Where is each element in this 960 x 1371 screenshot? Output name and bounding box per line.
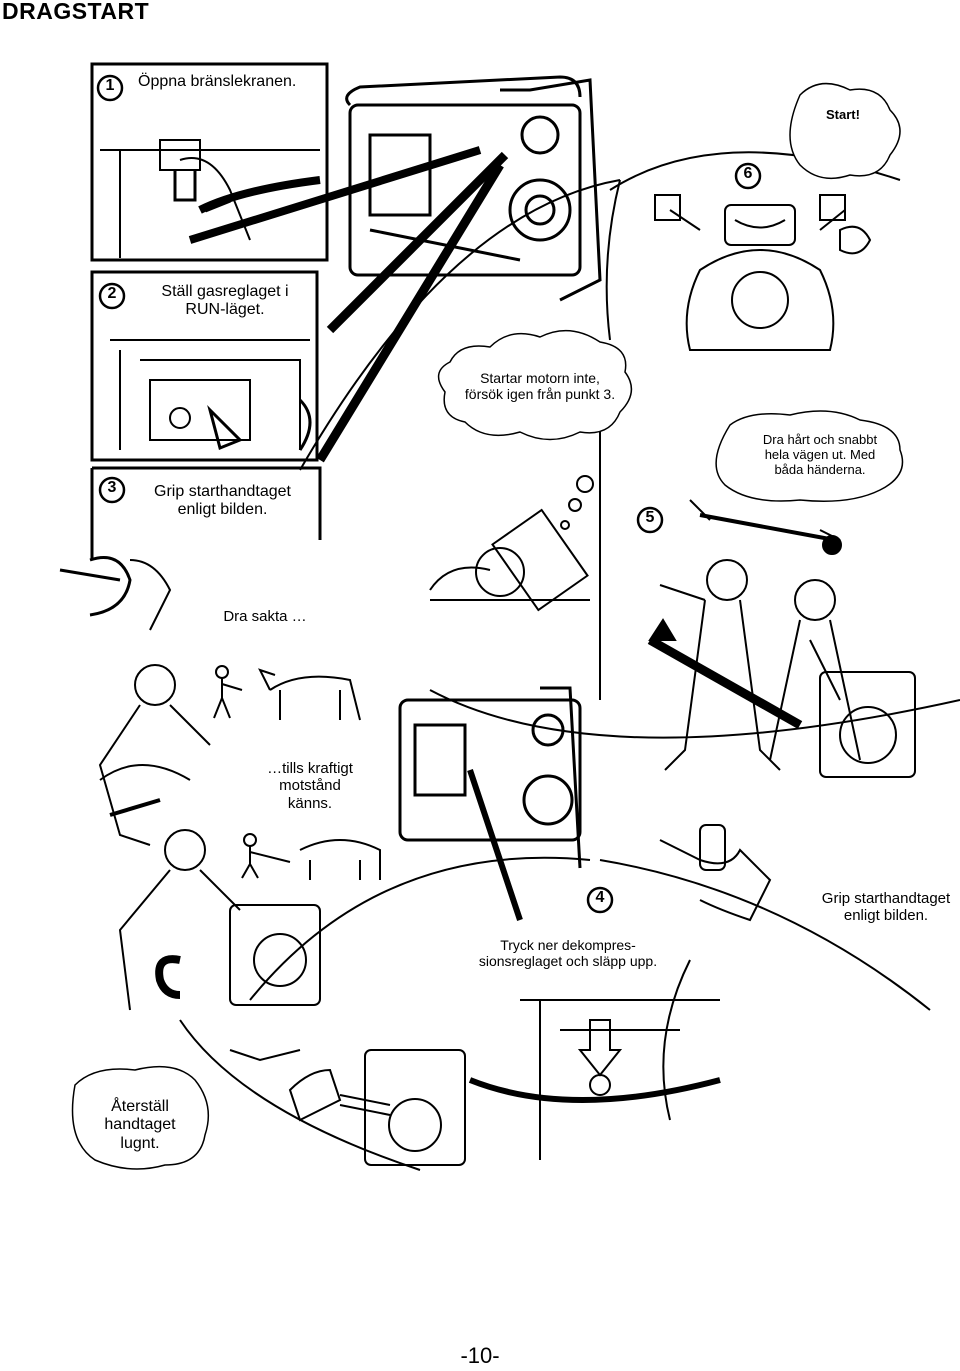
bull-scene (241, 833, 381, 880)
step-4-caption: Tryck ner dekompres- sionsreglaget och s… (468, 937, 668, 970)
grip-right-callout: Grip starthandtaget enligt bilden. (812, 890, 960, 925)
start-bubble-text: Start! (826, 107, 860, 122)
left-worker-figure-2 (118, 829, 321, 1011)
sleeping-man-figure (429, 475, 594, 612)
reset-bubble (71, 1065, 210, 1170)
step-2-caption-line-2: RUN-läget. (185, 301, 265, 319)
step-3-caption: Grip starthandtaget enligt bilden. (140, 483, 305, 520)
retry-bubble (437, 329, 633, 441)
page-number: -10- (460, 1343, 500, 1368)
panel-2-frame (90, 270, 319, 462)
step-3-number: 3 (107, 479, 117, 496)
step-3-badge (98, 476, 126, 504)
grip-right-line-1: Grip starthandtaget (821, 890, 951, 907)
generator-middle (398, 686, 582, 869)
retry-line-2: försök igen från punkt 3. (464, 386, 616, 403)
reset-line-2: handtaget (104, 1116, 176, 1134)
step-5-caption-line-3: båda händerna. (774, 461, 866, 477)
step-2-caption: Ställ gasreglaget i RUN-läget. (145, 283, 305, 320)
step-4-caption-line-2: sionsreglaget och släpp upp. (478, 953, 658, 970)
resistance-line-3: känns. (287, 794, 333, 812)
reset-handle-scene (229, 1049, 466, 1166)
step-5-badge (636, 506, 664, 534)
resistance-line-1: …tills kraftigt (267, 760, 353, 777)
page-title: DRAGSTART (2, 0, 150, 24)
step-6-badge (734, 162, 762, 190)
step-4-panel (468, 959, 721, 1160)
grip-right-line-2: enligt bilden. (843, 907, 929, 925)
step-4-badge (586, 886, 614, 914)
step-2-caption-line-1: Ställ gasreglaget i (161, 283, 289, 300)
reset-callout: Återställ handtaget lugnt. (90, 1098, 190, 1153)
left-worker-figure-1 (98, 664, 211, 846)
step-2-number: 2 (107, 285, 117, 302)
step-2-badge (98, 282, 126, 310)
step-4-number: 4 (595, 889, 605, 906)
step-1-caption: Öppna bränslekranen. (138, 73, 297, 90)
step-5-caption-line-1: Dra hårt och snabbt (762, 432, 878, 447)
pull-slowly-callout: Dra sakta … (205, 608, 325, 626)
step-5-bubble (715, 410, 904, 502)
step-1-badge (96, 74, 124, 102)
panel-1-frame (90, 62, 329, 262)
right-hand-grip (659, 824, 772, 922)
step-5-caption-line-2: hela vägen ut. Med (764, 446, 876, 462)
step-6-figure (654, 194, 872, 351)
step-4-caption-line-1: Tryck ner dekompres- (500, 937, 636, 953)
step-1-number: 1 (105, 77, 115, 94)
step-5-figures (659, 499, 916, 778)
resistance-callout: …tills kraftigt motstånd känns. (255, 760, 365, 812)
retry-line-1: Startar motorn inte, (480, 370, 600, 386)
step-3-caption-line-1: Grip starthandtaget (154, 483, 291, 500)
step-5-number: 5 (645, 509, 655, 526)
donkey-walker-scene (213, 665, 361, 721)
step-5-caption: Dra hårt och snabbt hela vägen ut. Med b… (745, 432, 895, 478)
step-6-number: 6 (743, 165, 753, 182)
step-3-caption-line-2: enligt bilden. (177, 501, 268, 519)
grip-small (59, 556, 172, 631)
resistance-line-2: motstånd (279, 777, 341, 795)
start-bubble (789, 82, 901, 180)
retry-callout: Startar motorn inte, försök igen från pu… (455, 370, 625, 402)
panel-3-frame (90, 466, 322, 560)
reset-line-1: Återställ (111, 1098, 169, 1115)
reset-line-3: lugnt. (120, 1134, 160, 1152)
